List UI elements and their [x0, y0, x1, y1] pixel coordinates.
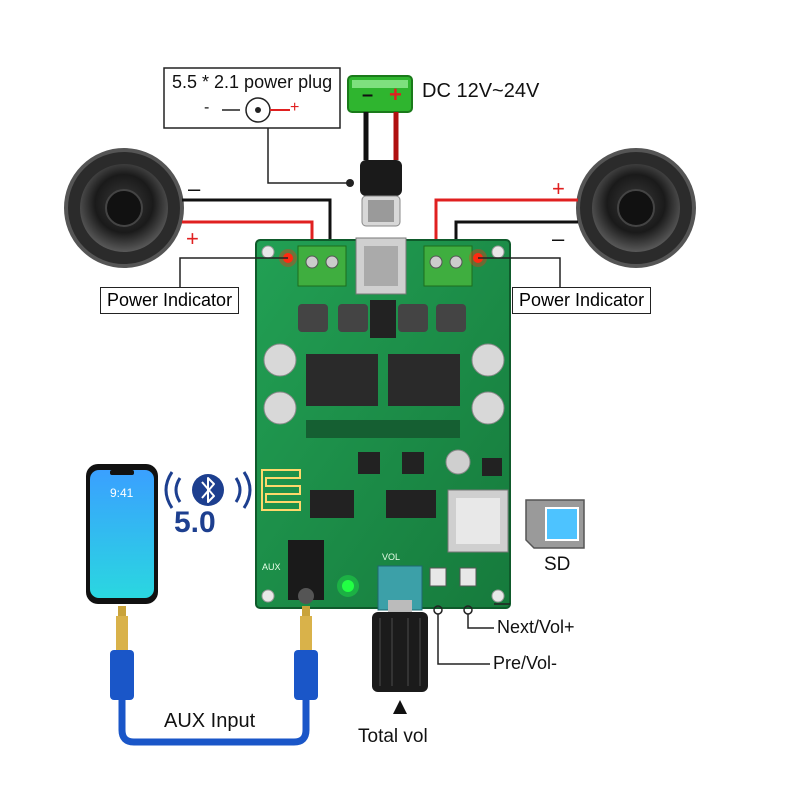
volume-knob-icon: [372, 600, 428, 692]
left-speaker-minus-label: –: [188, 176, 201, 201]
bluetooth-version-label: 5.0: [174, 506, 216, 539]
status-led-green: [337, 575, 359, 597]
arrow-up-icon: [393, 700, 407, 714]
dc-voltage-label: DC 12V~24V: [422, 80, 540, 102]
phone-time: 9:41: [110, 486, 134, 500]
button-lines: [433, 603, 510, 665]
left-speaker-plus-label: +: [186, 226, 199, 251]
left-speaker-icon: [64, 148, 184, 268]
power-indicator-left-label: Power Indicator: [100, 287, 240, 314]
next-vol-label: Next/Vol+: [497, 617, 575, 637]
board-aux-label: AUX: [262, 562, 281, 572]
dc-minus-label: –: [362, 84, 374, 106]
power-plug-box: [163, 67, 341, 129]
pre-vol-label: Pre/Vol-: [493, 653, 558, 673]
sd-card-icon: [525, 499, 585, 549]
power-indicator-right-label: Power Indicator: [512, 287, 652, 314]
plug-minus-label: -: [204, 99, 210, 116]
dc-plus-label: +: [389, 82, 402, 107]
dc-wires: [267, 112, 399, 187]
dc-terminal: [347, 75, 413, 113]
phone-icon: [86, 464, 158, 604]
power-plug-label: 5.5 * 2.1 power plug: [172, 72, 333, 92]
aux-cable: [110, 606, 318, 746]
right-speaker-minus-label: –: [552, 226, 565, 251]
board-vol-label: VOL: [382, 552, 401, 562]
right-speaker-plus-label: +: [552, 176, 565, 201]
barrel-plug: [360, 160, 402, 227]
plug-plus-label: +: [290, 99, 300, 116]
aux-input-label: AUX Input: [164, 710, 256, 732]
right-speaker-icon: [576, 148, 696, 268]
bluetooth-icon: [164, 471, 252, 509]
sd-label: SD: [544, 554, 571, 575]
indicator-lines: [179, 257, 561, 290]
total-vol-label: Total vol: [358, 726, 428, 747]
